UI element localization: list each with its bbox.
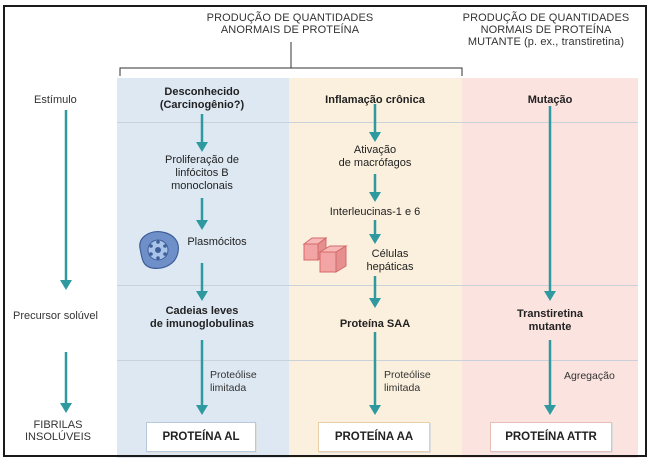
row-divider	[117, 285, 638, 286]
header-bracket	[119, 42, 463, 76]
row-divider	[117, 122, 638, 123]
header-normal-mutant: PRODUÇÃO DE QUANTIDADES NORMAIS DE PROTE…	[462, 12, 630, 48]
aa-macrophage-activation: Ativação de macrófagos	[338, 144, 412, 169]
attr-aggregation: Agregação	[564, 370, 615, 382]
aa-chronic-inflammation: Inflamação crônica	[325, 94, 425, 106]
al-b-lymphocyte-proliferation: Proliferação de linfócitos B monoclonais	[165, 154, 239, 192]
result-protein-al: PROTEÍNA AL	[146, 422, 256, 452]
result-protein-aa: PROTEÍNA AA	[318, 422, 430, 452]
result-protein-attr: PROTEÍNA ATTR	[490, 422, 612, 452]
row-label-fibrils: FIBRILAS INSOLÚVEIS	[24, 419, 92, 443]
al-limited-proteolysis: Proteólise limitada	[210, 369, 257, 394]
row-divider	[117, 360, 638, 361]
aa-interleukins: Interleucinas-1 e 6	[329, 206, 421, 218]
al-stimulus: Desconhecido (Carcinogênio?)	[159, 86, 245, 111]
hepatocyte-cubes-icon	[302, 237, 348, 273]
attr-mutation: Mutação	[527, 94, 573, 106]
arrow-head	[60, 403, 72, 413]
al-immunoglobulin-light-chains: Cadeias leves de imunoglobulinas	[150, 305, 254, 330]
header-abnormal-quantities: PRODUÇÃO DE QUANTIDADES ANORMAIS DE PROT…	[206, 12, 374, 36]
aa-protein-saa: Proteína SAA	[339, 318, 411, 330]
arrow-head	[60, 280, 72, 290]
aa-limited-proteolysis: Proteólise limitada	[384, 369, 431, 394]
plasma-cell-icon	[139, 231, 179, 269]
al-plasma-cells: Plasmócitos	[187, 236, 247, 248]
attr-mutant-transthyretin: Transtiretina mutante	[516, 308, 584, 333]
row-label-precursor: Precursor solúvel	[13, 310, 98, 322]
aa-hepatic-cells: Células hepáticas	[366, 248, 414, 273]
outer-border	[3, 5, 647, 457]
row-label-stimulus: Estímulo	[34, 94, 77, 106]
